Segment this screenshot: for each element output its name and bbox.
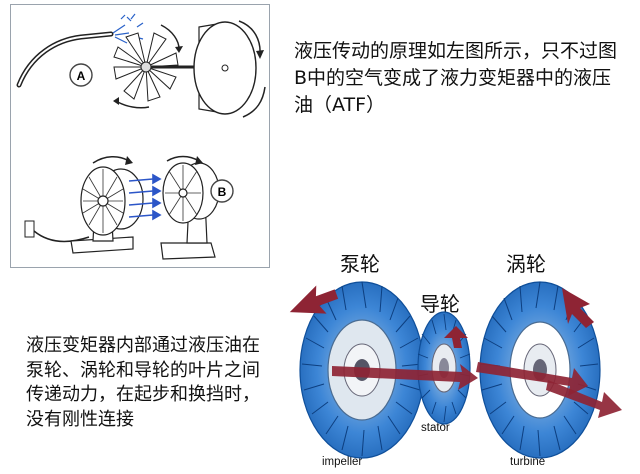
wall-socket — [24, 220, 35, 238]
fan-b-right — [160, 162, 220, 260]
torque-converter-description: 液压变矩器内部通过液压油在泵轮、涡轮和导轮的叶片之间传递动力，在起步和换挡时，没… — [26, 335, 260, 430]
power-cord — [33, 230, 90, 243]
marker-b-circle — [210, 179, 234, 203]
air-hose — [16, 31, 114, 88]
marker-a-circle — [69, 63, 93, 87]
fan-analogy-illustration: A — [16, 13, 266, 260]
air-flow-arrows — [128, 173, 162, 221]
fan-analogy-panel: A — [10, 4, 270, 268]
stator-caption: stator — [421, 422, 450, 434]
torque-converter-diagram — [289, 281, 622, 459]
marker-a: A — [77, 69, 86, 83]
principle-description: 液压传动的原理如左图所示，只不过图B中的空气变成了液力变矩器中的液压油（ATF） — [294, 40, 618, 116]
fan-b-left — [70, 166, 144, 254]
pump-label: 泵轮 — [340, 252, 380, 276]
fan-a — [113, 32, 179, 102]
oil-flow-arrows — [289, 285, 622, 418]
impeller-caption: impeller — [322, 456, 363, 468]
turbine-label: 涡轮 — [506, 252, 546, 276]
driven-disc — [193, 21, 257, 115]
marker-b: B — [218, 185, 227, 199]
turbine-caption: turbine — [510, 456, 546, 468]
